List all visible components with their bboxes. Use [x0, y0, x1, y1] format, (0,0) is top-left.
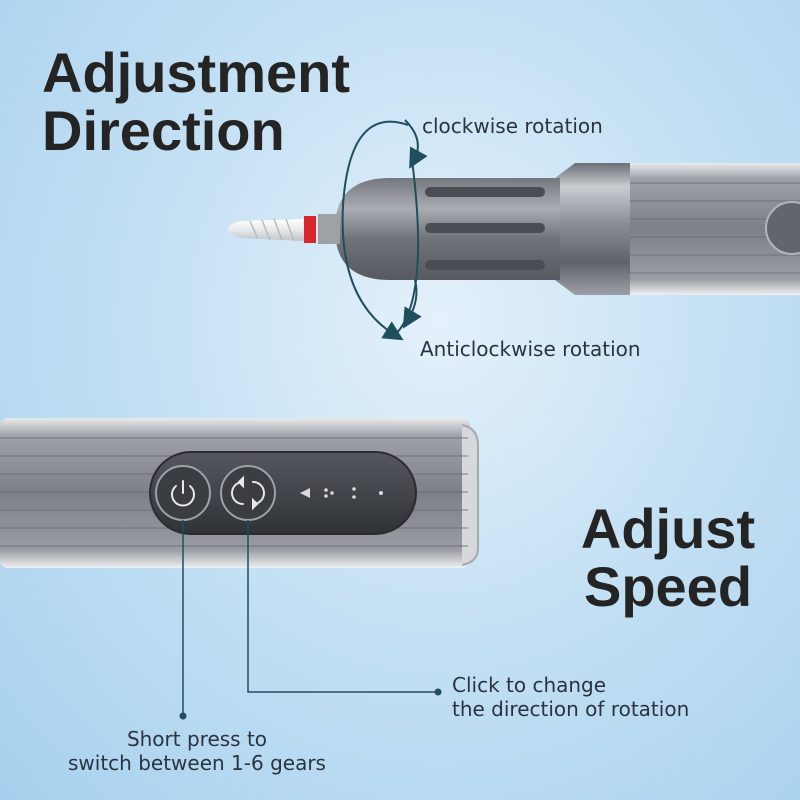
rotation-arrows	[341, 119, 428, 341]
drill-bit-band	[304, 216, 316, 243]
nose-slot	[425, 223, 545, 233]
body-grooves	[625, 182, 800, 274]
handpiece-collar	[555, 163, 630, 295]
rotate-icon	[231, 475, 265, 511]
power-icon	[171, 480, 195, 507]
heading-line: Adjustment	[42, 41, 350, 104]
heading-line: Speed	[583, 555, 753, 618]
anticlockwise-label: Anticlockwise rotation	[420, 337, 641, 361]
chuck	[318, 214, 340, 244]
nose-slot	[425, 260, 545, 270]
heading-line: Adjust	[580, 497, 756, 560]
heading-adjust-speed: Adjust Speed	[568, 500, 768, 616]
leader-lines	[182, 520, 438, 716]
rear-button	[765, 201, 800, 255]
direction-button[interactable]	[220, 465, 276, 521]
leader-dot	[434, 688, 442, 696]
drill-handpiece	[227, 163, 800, 295]
speed-level-dots-icon	[300, 487, 383, 499]
heading-adjustment-direction: Adjustment Direction	[42, 44, 350, 160]
label-line: switch between 1-6 gears	[68, 751, 326, 775]
power-button[interactable]	[155, 465, 211, 521]
label-line: Short press to	[126, 727, 268, 751]
clockwise-label: clockwise rotation	[422, 114, 603, 138]
clockwise-arrow	[341, 120, 409, 341]
label-line: the direction of rotation	[452, 697, 690, 721]
anticlockwise-arrow	[402, 279, 422, 329]
gears-label: Short press to switch between 1-6 gears	[68, 727, 326, 775]
drill-bit-flutes	[249, 218, 295, 242]
control-panel	[149, 451, 417, 535]
change-direction-label: Click to change the direction of rotatio…	[452, 673, 689, 721]
rotation-ring-front	[394, 159, 420, 336]
nose-slot	[425, 187, 545, 197]
label-line: Click to change	[452, 673, 607, 697]
leader-dot	[179, 712, 187, 720]
direction-leader	[247, 520, 438, 693]
heading-line: Direction	[42, 99, 285, 162]
